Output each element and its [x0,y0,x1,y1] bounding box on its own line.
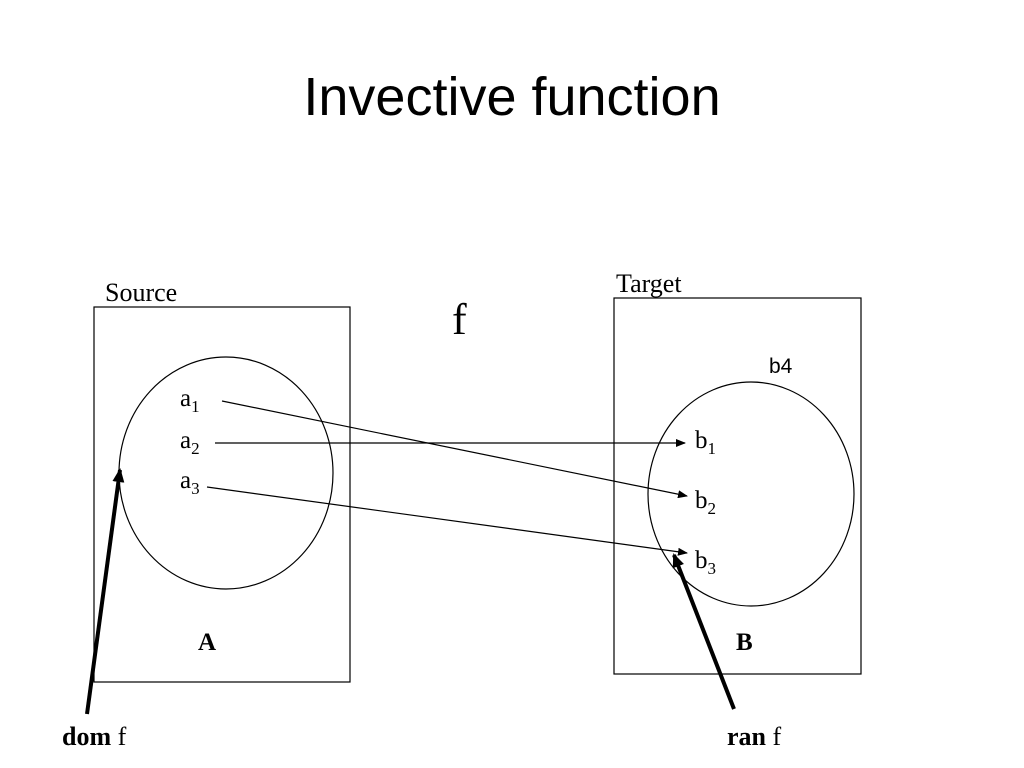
function-label: f [452,295,467,344]
mapping-arrow-a3-b3 [206,486,688,556]
element-name: a [180,385,192,412]
range-keyword: ran [727,722,766,751]
range-ellipse [647,381,855,607]
element-name: b [695,547,708,574]
source-set-label: A [198,629,217,656]
source-caption: Source [105,278,178,307]
range-label: ran f [727,724,781,750]
range-symbol: f [772,722,782,751]
domain-ellipse [118,356,334,590]
source-element-a1: a1 [180,385,200,415]
ran-pointer-arrow [672,553,736,710]
domain-keyword: dom [62,722,112,751]
source-set-box [93,306,351,683]
element-index: 2 [191,439,200,458]
domain-label: dom f [62,724,126,750]
element-name: a [180,467,192,494]
target-element-b4: b4 [769,355,793,378]
dom-pointer-arrow [85,468,125,715]
target-element-b3: b3 [695,547,716,577]
domain-symbol: f [117,722,127,751]
element-index: 1 [191,397,200,416]
element-name: a [180,427,192,454]
slide-title: Invective function [303,67,721,127]
mapping-arrow-a1-b2 [221,400,688,499]
source-element-a2: a2 [180,427,200,457]
element-name: b [695,427,708,454]
target-caption: Target [616,269,682,298]
target-element-b1: b1 [695,427,716,457]
target-element-b2: b2 [695,487,716,517]
element-name: b [695,487,708,514]
target-set-label: B [736,629,753,656]
element-index: 3 [707,559,717,578]
source-element-a3: a3 [180,467,200,497]
target-set-box [613,297,862,675]
element-index: 1 [707,439,717,458]
element-index: 2 [707,499,717,518]
element-index: 3 [191,479,200,498]
